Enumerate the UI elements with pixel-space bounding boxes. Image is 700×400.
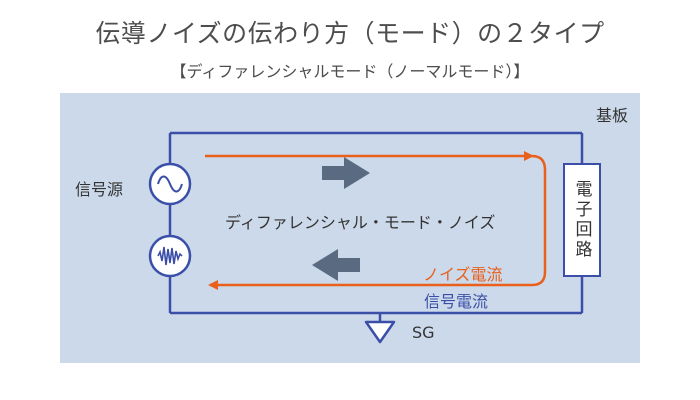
board-label: 基板 — [596, 106, 629, 125]
signal-wire-loop — [168, 131, 584, 322]
electronic-circuit-label: 電子回路 — [571, 180, 592, 260]
noise-source-icon — [148, 234, 192, 278]
signal-source-label: 信号源 — [75, 180, 124, 199]
electronic-circuit-box: 電子回路 — [563, 163, 601, 277]
noise-current-return — [208, 154, 547, 290]
signal-current-label: 信号電流 — [424, 292, 489, 311]
diagram-title: 伝導ノイズの伝わり方（モード）の２タイプ — [95, 19, 605, 48]
ground-label: SG — [412, 323, 435, 342]
noise-current-label: ノイズ電流 — [423, 265, 503, 284]
left-arrow-icon — [312, 249, 360, 281]
diagram-subtitle: 【ディファレンシャルモード（ノーマルモード）】 — [170, 62, 530, 81]
ac-source-icon — [148, 162, 192, 206]
mode-label: ディファレンシャル・モード・ノイズ — [225, 213, 496, 232]
ground-icon — [364, 320, 396, 344]
right-arrow-icon — [322, 157, 370, 189]
circuit-board — [60, 93, 640, 363]
